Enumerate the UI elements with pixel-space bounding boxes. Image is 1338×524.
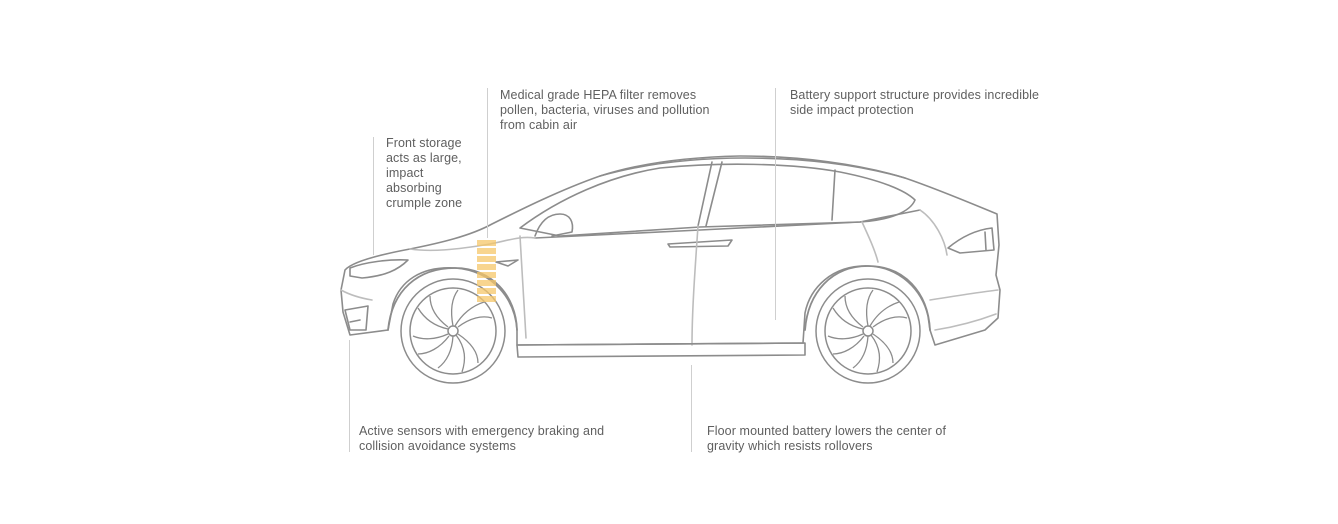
callout-text-line: crumple zone (386, 196, 463, 210)
callout-text-line: acts as large, (386, 151, 462, 165)
callout-text-line: Active sensors with emergency braking an… (359, 424, 605, 438)
callout-text-line: from cabin air (500, 118, 578, 132)
callout-front-storage: Front storage acts as large, impact abso… (386, 136, 462, 211)
callout-text-line: pollen, bacteria, viruses and pollution (500, 103, 710, 117)
callout-text-line: impact (386, 166, 424, 180)
leader-front-storage (373, 137, 374, 255)
callout-text-line: Floor mounted battery lowers the center … (707, 424, 947, 438)
crumple-zone-highlight (477, 240, 496, 302)
callout-text-line: collision avoidance systems (359, 439, 516, 453)
callout-text-line: side impact protection (790, 103, 914, 117)
callout-text-line: Front storage (386, 136, 462, 150)
leader-hepa-filter (487, 88, 488, 238)
callout-text-line: absorbing (386, 181, 442, 195)
callout-floor-battery: Floor mounted battery lowers the center … (707, 424, 946, 454)
rear-wheel-icon (815, 278, 921, 384)
body-outline (340, 155, 1001, 346)
leader-active-sensors (349, 340, 350, 452)
windows-outline (519, 163, 916, 237)
callout-hepa-filter: Medical grade HEPA filter removes pollen… (500, 88, 710, 133)
front-wheel-icon (400, 278, 506, 384)
callout-active-sensors: Active sensors with emergency braking an… (359, 424, 604, 454)
leader-floor-battery (691, 365, 692, 452)
leader-battery-support (775, 88, 776, 320)
callout-text-line: Battery support structure provides incre… (790, 88, 1040, 102)
callout-battery-support: Battery support structure provides incre… (790, 88, 1039, 118)
callout-text-line: Medical grade HEPA filter removes (500, 88, 697, 102)
callout-text-line: gravity which resists rollovers (707, 439, 873, 453)
